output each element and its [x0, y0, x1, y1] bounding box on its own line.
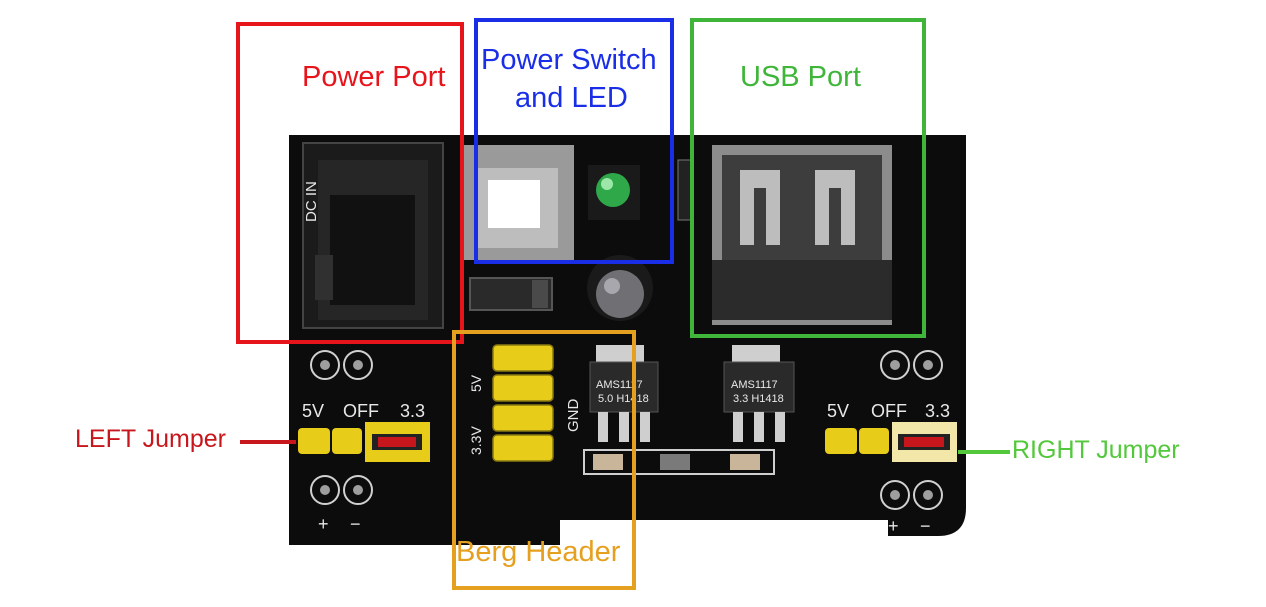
power-switch-label-line1: Power Switch — [481, 44, 657, 76]
silk-dc-in: DC IN — [303, 181, 320, 222]
silk-gnd: GND — [565, 399, 582, 433]
silk-left-plus: + — [318, 514, 329, 534]
silk-header-33v: 3.3V — [468, 426, 484, 455]
silk-right-5v: 5V — [827, 401, 849, 421]
berg-header-box — [452, 330, 636, 590]
silk-left-5v: 5V — [302, 401, 324, 421]
power-port-label: Power Port — [302, 61, 446, 93]
output-pad-holes — [320, 360, 933, 500]
dc-barrel-jack — [302, 142, 444, 329]
silk-right-33: 3.3 — [925, 401, 950, 421]
power-switch — [462, 145, 574, 260]
power-led — [588, 165, 640, 220]
left-jumper-label: LEFT Jumper — [75, 425, 226, 453]
power-switch-label-line2: and LED — [515, 82, 628, 114]
silk-reg2-line1: AMS1117 — [731, 379, 778, 391]
silk-left-33: 3.3 — [400, 401, 425, 421]
silk-header-5v: 5V — [468, 374, 484, 392]
silk-reg2-line2: 3.3 H1418 — [733, 393, 784, 405]
silk-right-minus: − — [920, 516, 931, 536]
diode — [469, 277, 553, 311]
regulator-3v3 — [723, 345, 795, 442]
usb-port-box — [690, 18, 926, 338]
right-jumper-label: RIGHT Jumper — [1012, 436, 1180, 464]
left-jumper-pins — [298, 422, 430, 462]
silk-reg1-line2: 5.0 H1418 — [598, 393, 649, 405]
usb-connector — [712, 145, 892, 325]
power-switch-box — [474, 18, 674, 264]
capacitor — [587, 255, 653, 321]
smd-component-strip — [583, 449, 775, 475]
silk-right-plus: + — [888, 516, 899, 536]
silk-right-off: OFF — [871, 401, 907, 421]
silk-left-minus: − — [350, 514, 361, 534]
berg-header-label: Berg Header — [456, 536, 621, 568]
usb-port-label: USB Port — [740, 61, 861, 93]
berg-header-pins — [492, 344, 554, 462]
silk-reg1-line1: AMS1117 — [596, 379, 643, 391]
right-jumper-pins — [825, 422, 957, 462]
silk-left-off: OFF — [343, 401, 379, 421]
power-port-box — [236, 22, 464, 344]
